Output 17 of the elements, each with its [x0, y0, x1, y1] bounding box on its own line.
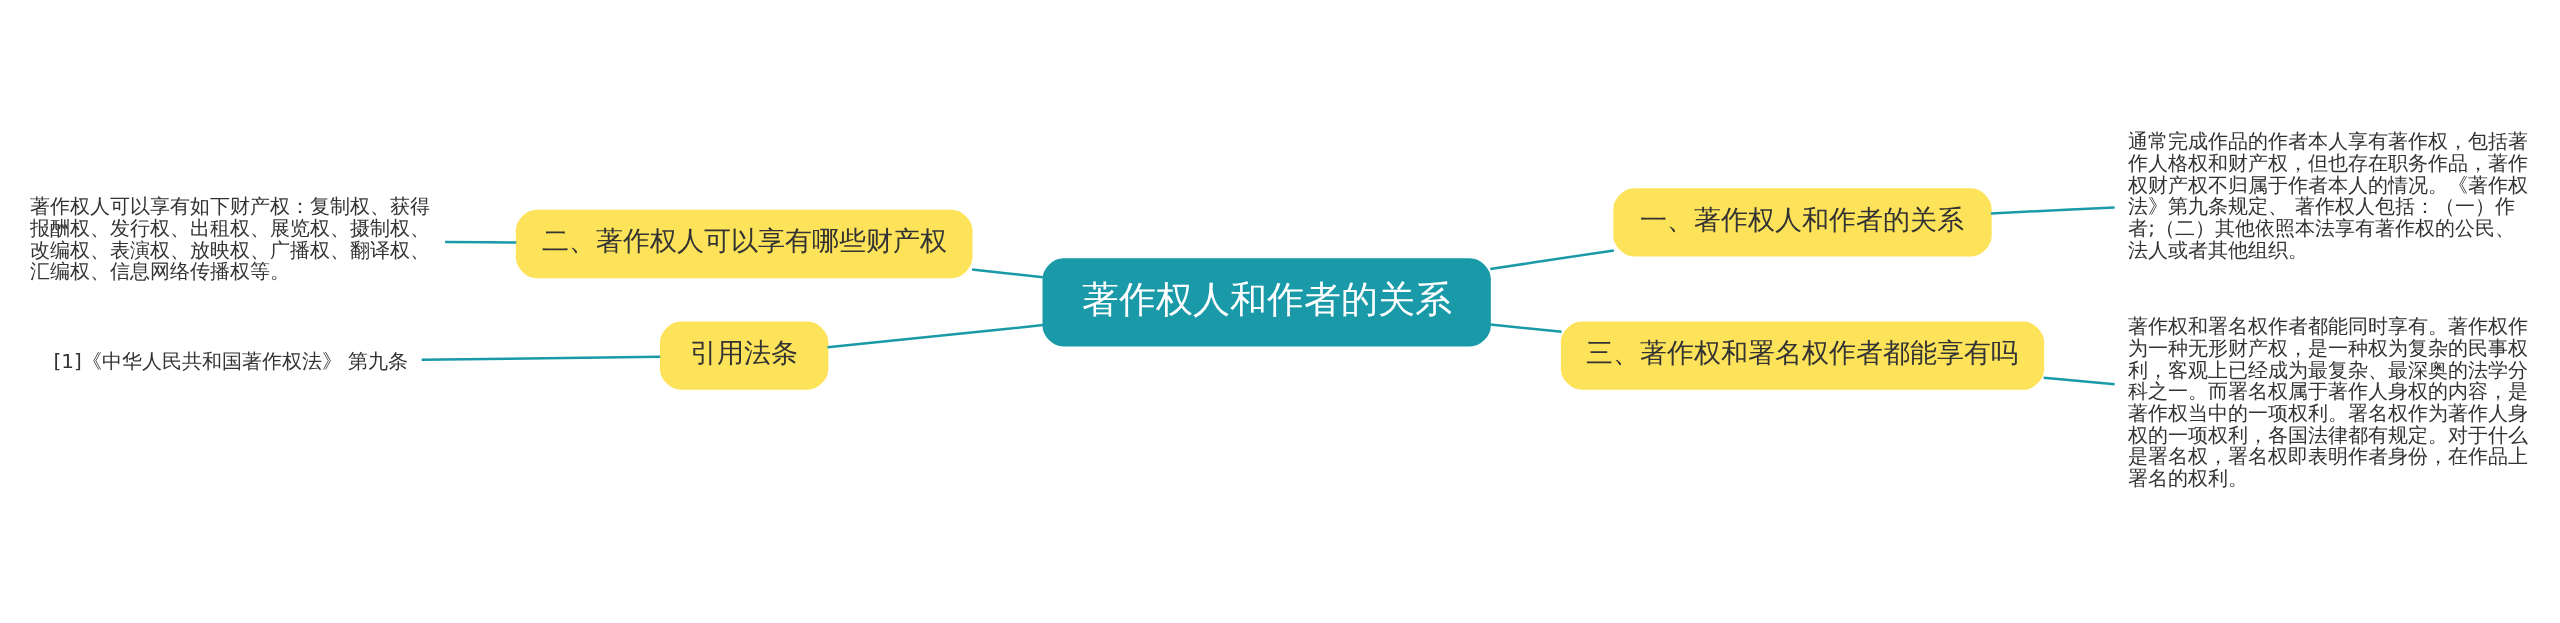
- node-text: 著作权和署名权作者都能同时享有。著作权作为一种无形财产权，是一种权为复杂的民事权利，客观上已经成为最复杂、最深奥的法学分科之一。而署名权属于著作人身权的内容，是著作权当中的一项权利。署名权作为著作人身权的一项权利，各国法律都有规定。对于什么是署名权，署名权即表明作者身份，在作品上署名的权利。: [2128, 314, 2529, 490]
- node-text: [1]《中华人民共和国著作权法》 第九条: [53, 348, 409, 373]
- connector: [1990, 206, 2115, 215]
- node-text: 通常完成作品的作者本人享有著作权，包括著作人格权和财产权，但也存在职务作品，著作权财产权不归属于作者本人的情况。《著作权法》第九条规定、 著作权人包括：（一）作者;（二）其他依照本法享有著作权的公民、法人或者其他组织。: [2128, 129, 2529, 262]
- connector: [971, 268, 1043, 279]
- node-box: 三、著作权和署名权作者都能享有吗: [1560, 321, 2045, 390]
- node-box: 一、著作权人和作者的关系: [1613, 188, 1992, 257]
- connector: [827, 323, 1044, 349]
- node-box: 著作权人和作者的关系: [1042, 258, 1491, 347]
- connector: [445, 240, 517, 244]
- node-box: 二、著作权人可以享有哪些财产权: [515, 209, 973, 279]
- connector: [2043, 376, 2115, 386]
- connector: [421, 355, 661, 362]
- node-box: 引用法条: [660, 321, 829, 390]
- connector: [1490, 323, 1562, 333]
- node-text: 著作权人可以享有如下财产权：复制权、获得报酬权、发行权、出租权、展览权、摄制权、改编权、表演权、放映权、广播权、翻译权、汇编权、信息网络传播权等。: [30, 194, 430, 284]
- connector: [1490, 249, 1615, 271]
